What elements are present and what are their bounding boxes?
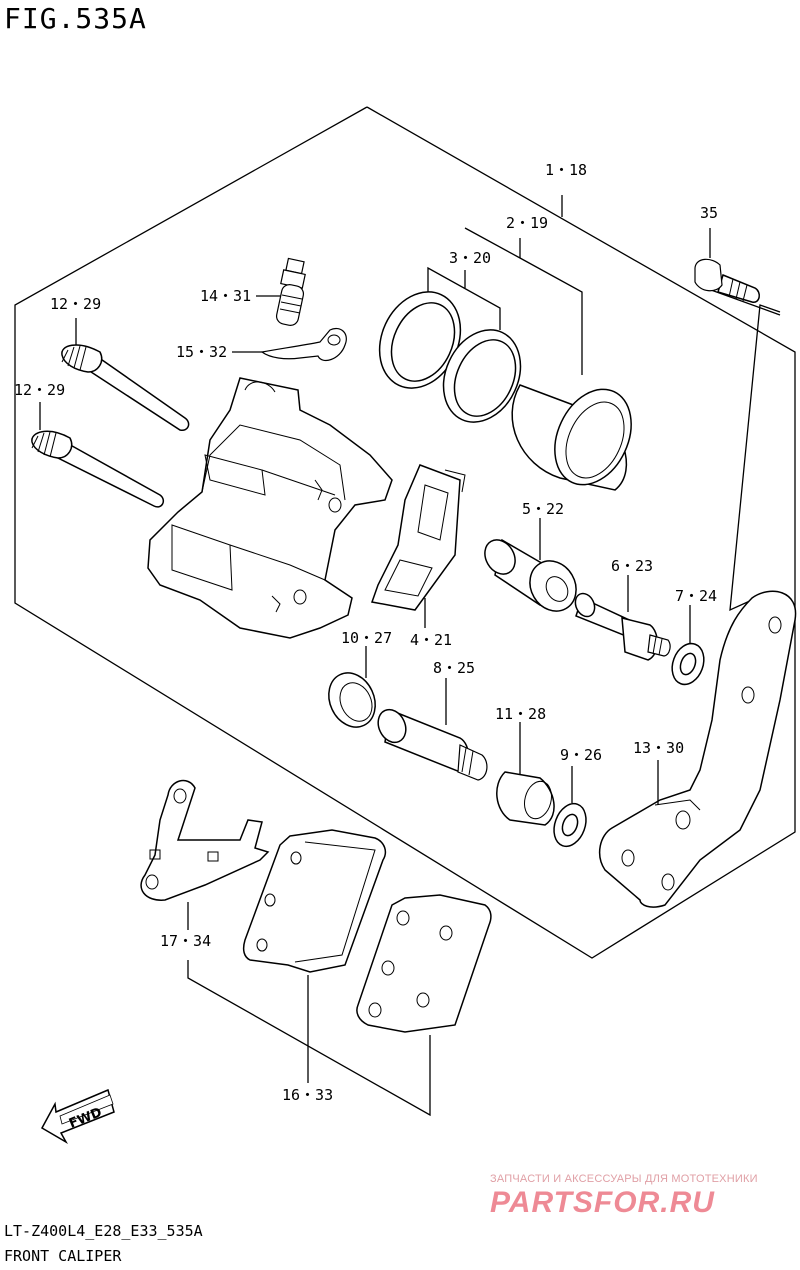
caliper-body-part <box>147 377 393 639</box>
callout-16-33: 16・33 <box>282 1086 333 1104</box>
piston-seal-inner <box>442 329 522 423</box>
bleeder-cap-part <box>260 327 347 362</box>
slide-pin-lower <box>31 430 165 508</box>
assembly-boundary <box>14 106 796 959</box>
callout-2-19: 2・19 <box>506 214 548 232</box>
brake-pad-front <box>242 829 387 973</box>
callout-10-27: 10・27 <box>341 629 392 647</box>
callout-12-29-upper: 12・29 <box>50 295 101 313</box>
callout-14-31: 14・31 <box>200 287 251 305</box>
watermark-logo: PARTSFOR.RU <box>490 1186 715 1219</box>
callout-1-18: 1・18 <box>545 161 587 179</box>
figure-title: FIG.535A <box>4 2 147 35</box>
callout-5-22: 5・22 <box>522 500 564 518</box>
callout-6-23: 6・23 <box>611 557 653 575</box>
brake-pad-rear <box>356 894 492 1033</box>
section-name: FRONT CALIPER <box>4 1247 122 1265</box>
pad-shim-part <box>140 779 270 901</box>
slide-pin-upper <box>61 344 190 432</box>
leader-3 <box>427 266 501 330</box>
fwd-arrow-icon: FWD <box>40 1088 115 1145</box>
caliper-bracket-part <box>598 590 797 908</box>
small-washer-part <box>553 802 587 848</box>
callout-12-29-lower: 12・29 <box>14 381 65 399</box>
watermark-tagline: ЗАПЧАСТИ И АКСЕССУАРЫ ДЛЯ МОТОТЕХНИКИ <box>490 1173 758 1185</box>
callout-11-28: 11・28 <box>495 705 546 723</box>
pin-boot-part <box>496 771 555 826</box>
pad-spring-part <box>371 464 466 611</box>
callout-7-24: 7・24 <box>675 587 717 605</box>
pin-bolt-part <box>574 592 671 661</box>
callout-13-30: 13・30 <box>633 739 684 757</box>
leader-16 <box>187 960 431 1117</box>
leader-2 <box>464 227 583 375</box>
washer-part <box>671 642 705 686</box>
mounting-bolt-part <box>694 258 760 303</box>
model-code: LT-Z400L4_E28_E33_535A <box>4 1222 203 1240</box>
piston-part <box>511 384 632 491</box>
callout-8-25: 8・25 <box>433 659 475 677</box>
callout-17-34: 17・34 <box>160 932 211 950</box>
slide-pin-short-part <box>377 708 488 781</box>
piston-seal-outer <box>378 291 462 389</box>
bleeder-valve-part <box>275 257 306 326</box>
callout-3-20: 3・20 <box>449 249 491 267</box>
callout-4-21: 4・21 <box>410 631 452 649</box>
sleeve-part <box>484 538 577 612</box>
leader-13-right <box>729 304 781 612</box>
dust-boot-part <box>328 672 376 728</box>
callout-35: 35 <box>700 204 718 222</box>
callout-9-26: 9・26 <box>560 746 602 764</box>
callout-15-32: 15・32 <box>176 343 227 361</box>
